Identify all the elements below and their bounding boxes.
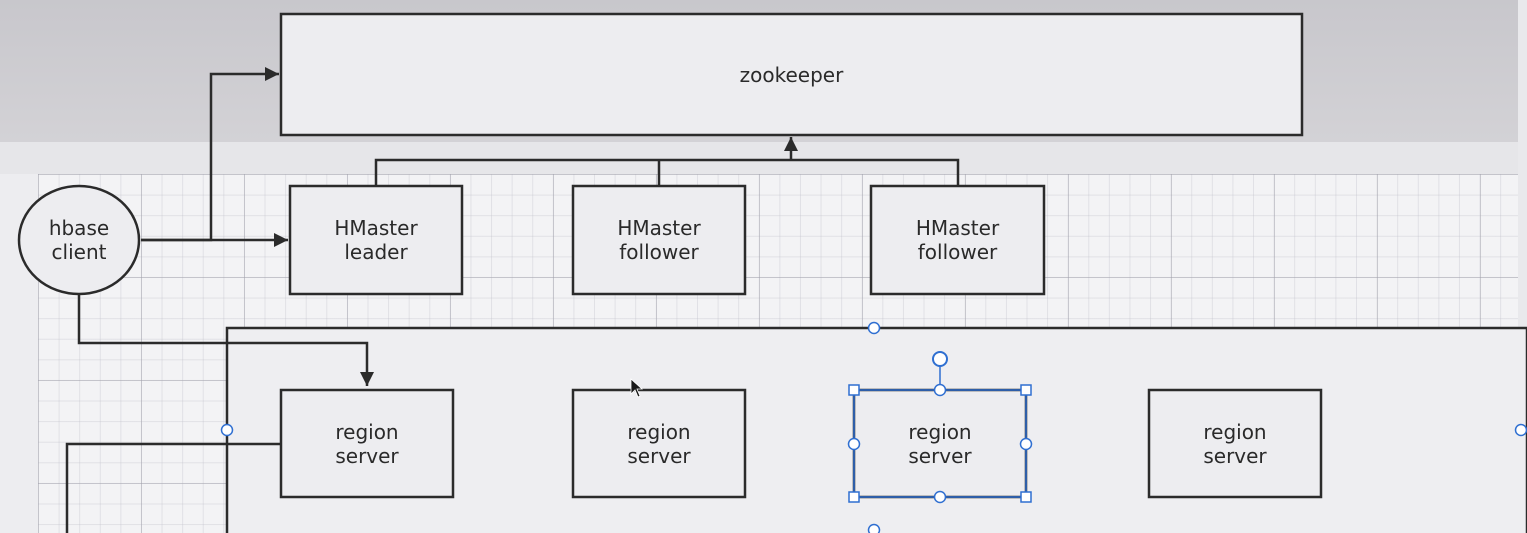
region-server-node[interactable] [279, 388, 455, 499]
group-connection-point-left[interactable] [220, 423, 234, 437]
group-connection-point-bottom[interactable] [867, 523, 881, 533]
resize-handle-top[interactable] [933, 383, 947, 397]
zookeeper-node[interactable] [279, 12, 1304, 137]
mouse-pointer-icon [630, 378, 644, 398]
region-server-outgoing-connector [65, 442, 281, 533]
client-to-zookeeper-connector [141, 67, 279, 242]
resize-handle-bottom-left[interactable] [848, 491, 860, 503]
rotate-handle[interactable] [932, 351, 948, 367]
hmaster-follower-node[interactable] [869, 184, 1046, 296]
hmaster-follower-node[interactable] [571, 184, 747, 296]
region-server-node[interactable] [1147, 388, 1323, 499]
resize-handle-top-left[interactable] [848, 384, 860, 396]
region-server-node-selected[interactable] [852, 388, 1028, 499]
resize-handle-left[interactable] [847, 437, 861, 451]
resize-handle-top-right[interactable] [1020, 384, 1032, 396]
resize-handle-bottom-right[interactable] [1020, 491, 1032, 503]
resize-handle-right[interactable] [1019, 437, 1033, 451]
hmaster-leader-node[interactable] [288, 184, 464, 296]
region-server-node[interactable] [571, 388, 747, 499]
resize-handle-bottom[interactable] [933, 490, 947, 504]
canvas-ruler-strip [0, 142, 1527, 174]
canvas-edge [1518, 0, 1527, 533]
group-connection-point-right[interactable] [1514, 423, 1527, 437]
group-connection-point-top[interactable] [867, 321, 881, 335]
hmaster-to-zookeeper-connector [374, 158, 960, 186]
client-to-region-server-connector [77, 293, 374, 386]
hbase-client-node[interactable] [17, 184, 141, 296]
